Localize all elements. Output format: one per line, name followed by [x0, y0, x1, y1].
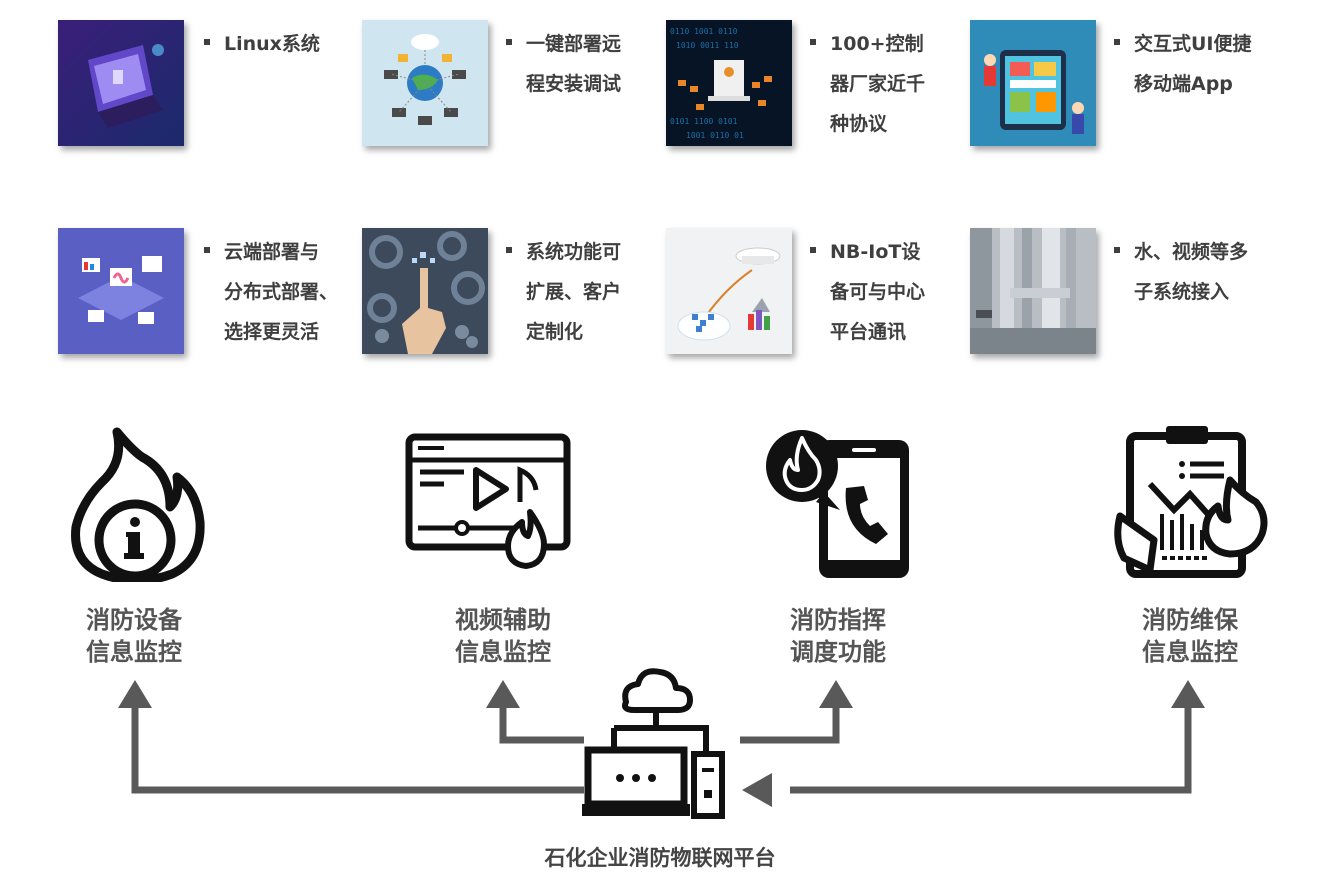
svg-text:0101 1100 0101: 0101 1100 0101: [670, 117, 738, 126]
data-code-illustration: 0110 1001 0110 1010 0011 110 0101 1100 01…: [666, 20, 792, 146]
arrow-to-module-4: [790, 706, 1192, 794]
arrowhead-module-1: [118, 680, 152, 708]
cloud-computer-icon: [582, 668, 725, 819]
linux-laptop-illustration: [58, 20, 184, 146]
arrow-to-module-2: [499, 706, 584, 744]
feature-text-8: 水、视频等多子系统接入: [1114, 232, 1248, 312]
arrow-to-module-1: [131, 706, 584, 794]
feature-text-2: 一键部署远程安装调试: [506, 24, 621, 104]
clipboard-fire-icon: [1114, 426, 1268, 578]
svg-text:1010 0011 110: 1010 0011 110: [676, 41, 739, 50]
video-fire-icon: [405, 433, 571, 569]
module-label-2: 视频辅助信息监控: [455, 606, 551, 666]
fire-info-icon: [71, 427, 205, 582]
pipes-camera-photo: [970, 228, 1096, 354]
svg-text:0110 1001 0110: 0110 1001 0110: [670, 27, 738, 36]
arrowhead-module-2: [486, 680, 520, 708]
arrowhead-module-4: [1171, 680, 1205, 708]
cloud-deploy-illustration: [58, 228, 184, 354]
module-label-1: 消防设备信息监控: [86, 606, 182, 666]
feature-text-6: 系统功能可扩展、客户定制化: [506, 232, 621, 352]
smoke-detector-illustration: [666, 228, 792, 354]
module-label-4: 消防维保信息监控: [1142, 606, 1238, 666]
feature-text-3: 100+控制器厂家近千种协议: [810, 24, 925, 144]
feature-text-1: Linux系统: [204, 24, 320, 64]
gears-hand-illustration: [362, 228, 488, 354]
mobile-app-illustration: [970, 20, 1096, 146]
arrowhead-module-3: [819, 680, 853, 708]
phone-fire-icon: [766, 430, 909, 578]
arrowhead-platform: [742, 773, 772, 807]
svg-text:1001 0110 01: 1001 0110 01: [686, 131, 744, 140]
globe-network-illustration: [362, 20, 488, 146]
module-label-3: 消防指挥调度功能: [790, 606, 886, 666]
feature-text-5: 云端部署与分布式部署、选择更灵活: [204, 232, 338, 352]
feature-text-7: NB-IoT设备可与中心平台通讯: [810, 232, 925, 352]
arrow-to-module-3: [740, 706, 840, 744]
platform-label: 石化企业消防物联网平台: [544, 846, 776, 870]
feature-text-4: 交互式UI便捷移动端App: [1114, 24, 1252, 104]
